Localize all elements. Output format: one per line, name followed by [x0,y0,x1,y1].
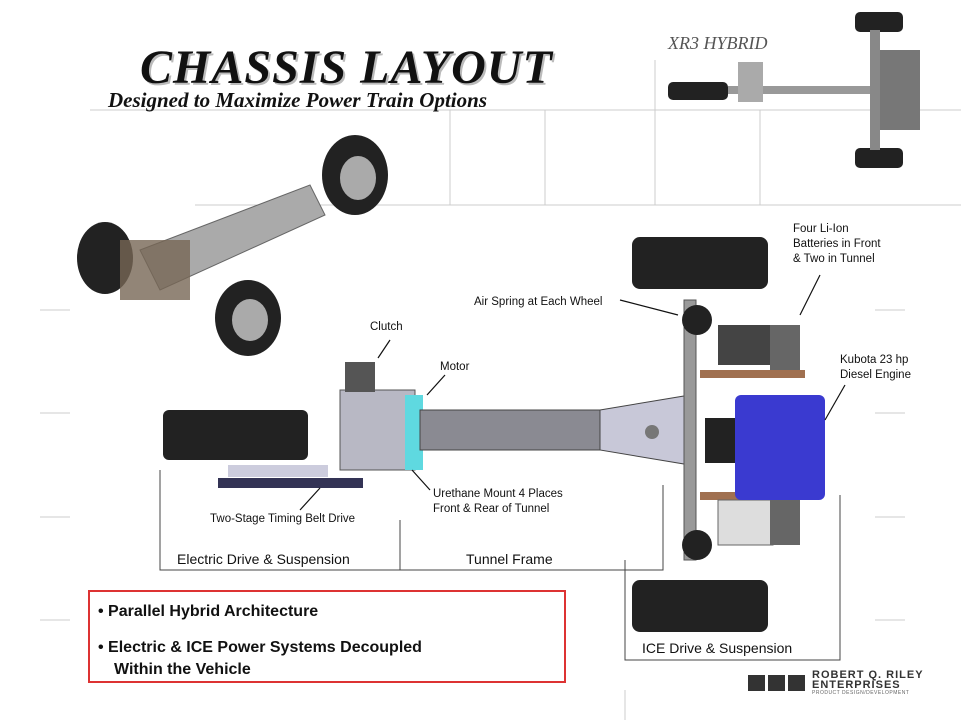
section-electric-label: Electric Drive & Suspension [177,551,350,567]
batteries-label: Four Li-Ion Batteries in Front & Two in … [793,222,881,267]
logo-line-3: PRODUCT DESIGN/DEVELOPMENT [812,690,910,696]
page-title: CHASSIS LAYOUT [140,41,553,94]
bullet-2: • Electric & ICE Power Systems Decoupled [98,639,422,656]
batteries-line-1: Four Li-Ion [793,223,849,235]
clutch-label: Clutch [370,321,403,333]
isometric-chassis-view [77,135,388,356]
logo-line-1: ROBERT Q. RILEY [812,669,924,681]
urethane-line-1: Urethane Mount 4 Places [433,488,563,500]
engine-label: Kubota 23 hp Diesel Engine [840,353,911,383]
section-ice-label: ICE Drive & Suspension [642,640,793,656]
logo-mark [748,675,806,691]
engine-line-2: Diesel Engine [840,369,911,381]
section-tunnel-label: Tunnel Frame [466,551,553,567]
logo-line-2: ENTERPRISES [812,679,901,691]
batteries-line-3: & Two in Tunnel [793,253,875,265]
company-logo: ROBERT Q. RILEY ENTERPRISES PRODUCT DESI… [748,670,924,696]
grid-lines [40,60,961,720]
belt-drive-label: Two-Stage Timing Belt Drive [210,513,356,525]
urethane-mount-label: Urethane Mount 4 Places Front & Rear of … [433,487,563,517]
highlights-box: • Parallel Hybrid Architecture • Electri… [88,590,566,683]
xr3-top-view-thumbnail [668,12,920,168]
motor-label: Motor [440,361,470,373]
bullet-2-cont: Within the Vehicle [114,661,251,678]
section-brackets [159,470,841,661]
air-spring-label: Air Spring at Each Wheel [474,296,603,308]
main-chassis-top-view [163,237,825,632]
engine-line-1: Kubota 23 hp [840,354,909,366]
batteries-line-2: Batteries in Front [793,238,881,250]
callout-arrows [299,274,846,511]
bullet-1: • Parallel Hybrid Architecture [98,603,319,620]
urethane-line-2: Front & Rear of Tunnel [433,503,550,515]
page-subtitle: Designed to Maximize Power Train Options [108,88,487,112]
model-label: XR3 HYBRID [668,33,768,53]
